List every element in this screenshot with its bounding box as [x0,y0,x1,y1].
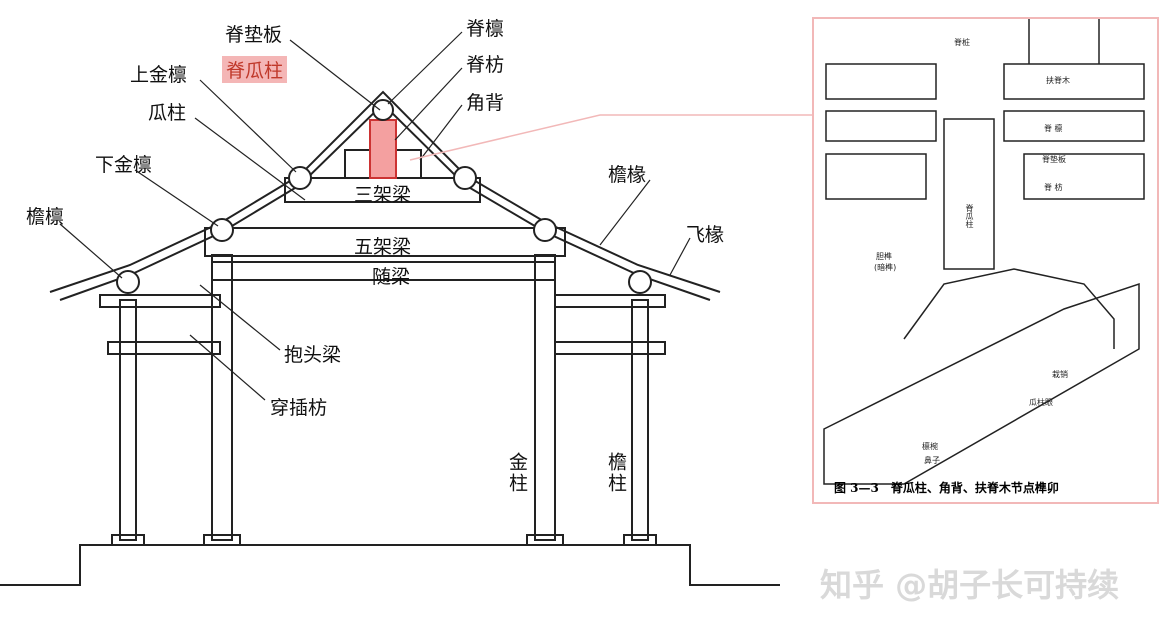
watermark: 知乎 @胡子长可持续 [820,566,1120,604]
label-head-beam: 抱头梁 [284,344,342,366]
label-three-beam: 三架梁 [354,184,412,206]
label-upper-purlin: 上金檩 [130,64,188,86]
detail-ridge-purlin: 脊 檩 [1044,124,1063,133]
label-eave-rafter: 檐椽 [608,164,647,186]
label-ridge-post: 脊瓜柱 [222,56,288,83]
label-corner-brace: 角背 [466,92,505,114]
tie-beam-left [107,341,221,355]
detail-ridge-support: 扶脊木 [1046,76,1070,85]
label-eave-purlin: 檐檩 [26,206,65,228]
label-melon-post: 瓜柱 [148,102,187,124]
detail-tenon-note: (暗榫) [874,263,897,272]
label-follow-beam: 随梁 [372,266,411,288]
joint-detail-drawing [823,19,1145,485]
figure-caption: 图 3—3 脊瓜柱、角背、扶脊木节点榫卯 [834,481,1059,495]
detail-ridge-board: 脊垫板 [1042,155,1066,164]
label-five-beam: 五架梁 [354,236,412,258]
follow-beam [211,261,556,281]
label-ridge-purlin: 脊檩 [466,18,505,40]
ridge-post [369,119,397,179]
leader-lines [59,31,691,401]
label-gold-column: 金柱 [506,452,528,494]
detail-ridge-post: 脊瓜柱 [965,204,974,228]
tie-beam-right [554,341,666,355]
detail-pin: 栽销 [1052,370,1068,379]
detail-ridge-pile: 脊桩 [954,38,970,47]
label-lower-purlin: 下金檩 [95,154,153,176]
detail-ridge-tie: 脊 枋 [1044,183,1063,192]
five-beam [204,227,566,257]
head-beam-right [554,294,666,308]
roof-line [49,90,721,293]
purlins [116,99,652,294]
label-flying-rafter: 飞椽 [686,224,725,246]
columns [111,254,657,546]
detail-nose: 鼻子 [924,456,940,465]
label-eave-column: 檐柱 [605,452,627,494]
label-tie-beam: 穿插枋 [270,397,328,419]
detail-post-socket: 瓜柱眼 [1029,398,1053,407]
label-ridge-board: 脊垫板 [225,24,283,46]
detail-tenon: 胆榫 [876,252,892,261]
callout-line [409,114,812,161]
label-ridge-tie: 脊枋 [466,54,505,76]
platform [0,544,780,586]
detail-purlin-socket: 檩椀 [922,442,938,451]
head-beam-left [99,294,221,308]
detail-panel: 脊桩 扶脊木 脊 檩 脊垫板 脊 枋 脊瓜柱 胆榫 (暗榫) 栽销 瓜柱眼 檩椀… [812,17,1159,504]
